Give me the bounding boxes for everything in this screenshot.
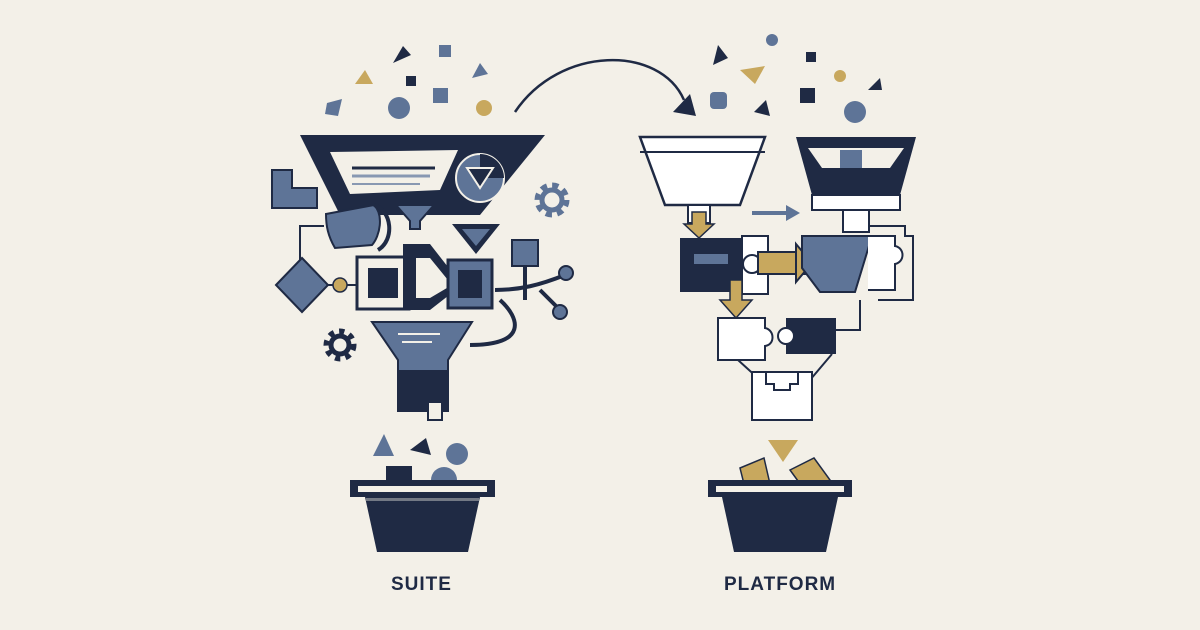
gear-icon: [323, 328, 357, 362]
suite-small-funnel: [393, 204, 437, 230]
platform-falling-shape: [768, 440, 798, 462]
platform-label: PLATFORM: [724, 574, 837, 595]
platform-down-arrow: [718, 279, 754, 320]
platform-bin-icon: [708, 456, 852, 552]
suite-branch-connector: [299, 225, 574, 347]
suite-diamond: [274, 256, 356, 314]
platform-gear-block: [801, 225, 914, 301]
transition-arc: [513, 59, 696, 116]
suite-mid-triangle: [452, 224, 500, 254]
platform-top-scatter-shapes: [710, 34, 882, 123]
suite-top-scatter-shapes: [325, 45, 492, 119]
platform-outlet-funnel: [751, 371, 813, 421]
suite-process-blocks: [355, 244, 494, 311]
suite-corner-bracket: [271, 169, 318, 209]
platform-lower-pieces: [717, 300, 861, 381]
gear-icon: [534, 182, 570, 218]
arrow-right-icon: [752, 205, 800, 221]
suite-curled-document: [324, 203, 392, 252]
suite-main-funnel: [300, 135, 545, 215]
suite-bin-icon: [350, 480, 495, 552]
platform-left-funnel: [638, 135, 767, 240]
puzzle-piece-icon: [680, 235, 814, 295]
suite-lower-funnel: [370, 321, 474, 421]
suite-label: SUITE: [391, 574, 452, 595]
platform-right-funnel: [796, 137, 916, 233]
